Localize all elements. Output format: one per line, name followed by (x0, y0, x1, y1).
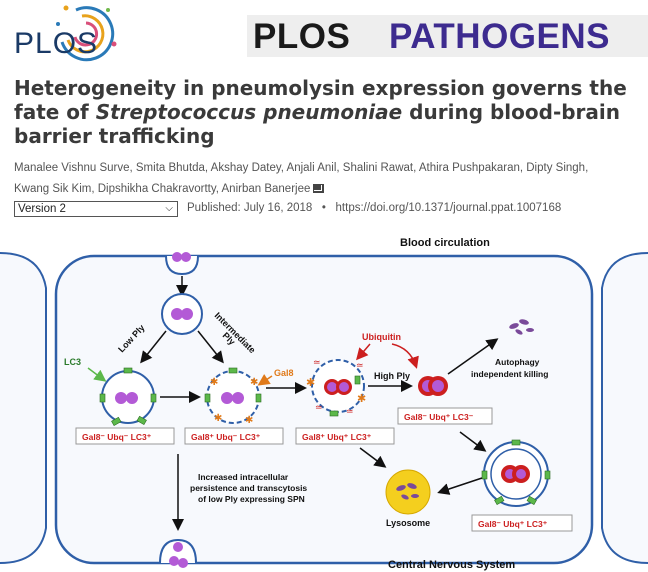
gal8-label: Gal8 (274, 368, 294, 378)
state-box-1: Gal8⁻ Ubq⁻ LC3⁺ (75, 427, 175, 445)
svg-text:≃: ≃ (315, 402, 323, 412)
svg-text:✱: ✱ (245, 415, 253, 426)
lysosome-label: Lysosome (386, 518, 430, 528)
autophagosome (481, 439, 551, 507)
svg-text:Gal8⁻ Ubq⁺ LC3⁻: Gal8⁻ Ubq⁺ LC3⁻ (404, 412, 474, 422)
svg-text:≃: ≃ (346, 406, 354, 416)
gal8-vacuole: ✱ ✱ ✱ ✱ (204, 367, 262, 426)
email-icon[interactable] (313, 184, 325, 193)
state-box-2: Gal8⁺ Ubq⁻ LC3⁺ (184, 427, 284, 445)
plos-logo-text: PLOS (14, 27, 99, 60)
state-box-4: Gal8⁻ Ubq⁺ LC3⁻ (397, 407, 493, 425)
doi-link[interactable]: https://doi.org/10.1371/journal.ppat.100… (335, 202, 562, 214)
entering-bacteria (172, 252, 191, 262)
svg-text:✱: ✱ (357, 393, 366, 405)
svg-text:✱: ✱ (306, 377, 315, 389)
title-part2: during blood-brain barrier trafficking (14, 100, 621, 148)
svg-text:Gal8⁺ Ubq⁻ LC3⁺: Gal8⁺ Ubq⁻ LC3⁺ (191, 432, 261, 442)
title-part1: Heterogeneity in pneumolysin expression … (14, 76, 627, 124)
published-date: Published: July 16, 2018 (187, 202, 313, 214)
persistence-line1: Increased intracellular (198, 472, 289, 482)
plos-logo[interactable]: PLOS (0, 0, 120, 70)
left-neighbor-cell (0, 252, 47, 564)
lc3-label: LC3 (64, 357, 81, 367)
svg-text:Gal8⁺ Ubq⁺ LC3⁺: Gal8⁺ Ubq⁺ LC3⁺ (302, 432, 372, 442)
separator-dot: • (315, 202, 333, 214)
svg-text:✱: ✱ (250, 377, 258, 388)
killed-bacteria-debris (509, 319, 534, 335)
ubiquitinated-vacuole: ≃ ≃ ✱ ✱ ≃ ≃ (306, 357, 366, 417)
autophagy-label-line1: Autophagy (495, 357, 540, 367)
lysosome (385, 469, 431, 515)
publication-info: Published: July 16, 2018 • https://doi.o… (187, 202, 561, 214)
graphical-abstract: Blood circulation Central Nervous System… (0, 237, 648, 571)
journal-prefix: PLOS (253, 17, 351, 56)
autophagy-label-line2: independent killing (471, 369, 548, 379)
exiting-bacteria (169, 542, 188, 568)
persistence-line3: of low Ply expressing SPN (198, 494, 305, 504)
cns-label: Central Nervous System (388, 559, 515, 571)
svg-text:✱: ✱ (210, 377, 218, 388)
author-list: Manalee Vishnu Surve, Smita Bhutda, Aksh… (14, 158, 634, 200)
right-neighbor-cell (601, 252, 648, 564)
svg-text:≃: ≃ (356, 360, 364, 370)
initial-vacuole (161, 293, 203, 335)
svg-text:Gal8⁻ Ubq⁻ LC3⁺: Gal8⁻ Ubq⁻ LC3⁺ (82, 432, 152, 442)
lc3-vacuole (99, 367, 157, 427)
authors-line-2[interactable]: Kwang Sik Kim, Dipshikha Chakravortty, A… (14, 183, 311, 195)
authors-line-1[interactable]: Manalee Vishnu Surve, Smita Bhutda, Aksh… (14, 162, 589, 174)
journal-name: PATHOGENS (389, 17, 610, 56)
persistence-line2: persistence and transcytosis (190, 483, 307, 493)
article-title: Heterogeneity in pneumolysin expression … (14, 76, 639, 148)
chevron-down-icon: ⌵ (165, 203, 173, 214)
title-species: Streptococcus pneumoniae (95, 100, 403, 124)
svg-text:≃: ≃ (313, 357, 321, 367)
high-ply-label: High Ply (374, 371, 410, 381)
journal-banner[interactable]: PLOS PATHOGENS (247, 15, 648, 57)
state-box-5: Gal8⁻ Ubq⁺ LC3⁺ (471, 514, 573, 532)
plos-logo-icon (56, 5, 117, 62)
blood-circulation-label: Blood circulation (400, 237, 490, 249)
free-bacteria-ubiquitinated (418, 376, 448, 396)
state-box-3: Gal8⁺ Ubq⁺ LC3⁺ (295, 427, 395, 445)
ubiquitin-label: Ubiquitin (362, 332, 401, 342)
svg-text:✱: ✱ (214, 413, 222, 424)
version-value: Version 2 (18, 203, 66, 215)
svg-text:Gal8⁻ Ubq⁺ LC3⁺: Gal8⁻ Ubq⁺ LC3⁺ (478, 519, 548, 529)
version-select[interactable]: Version 2 ⌵ (14, 201, 178, 217)
